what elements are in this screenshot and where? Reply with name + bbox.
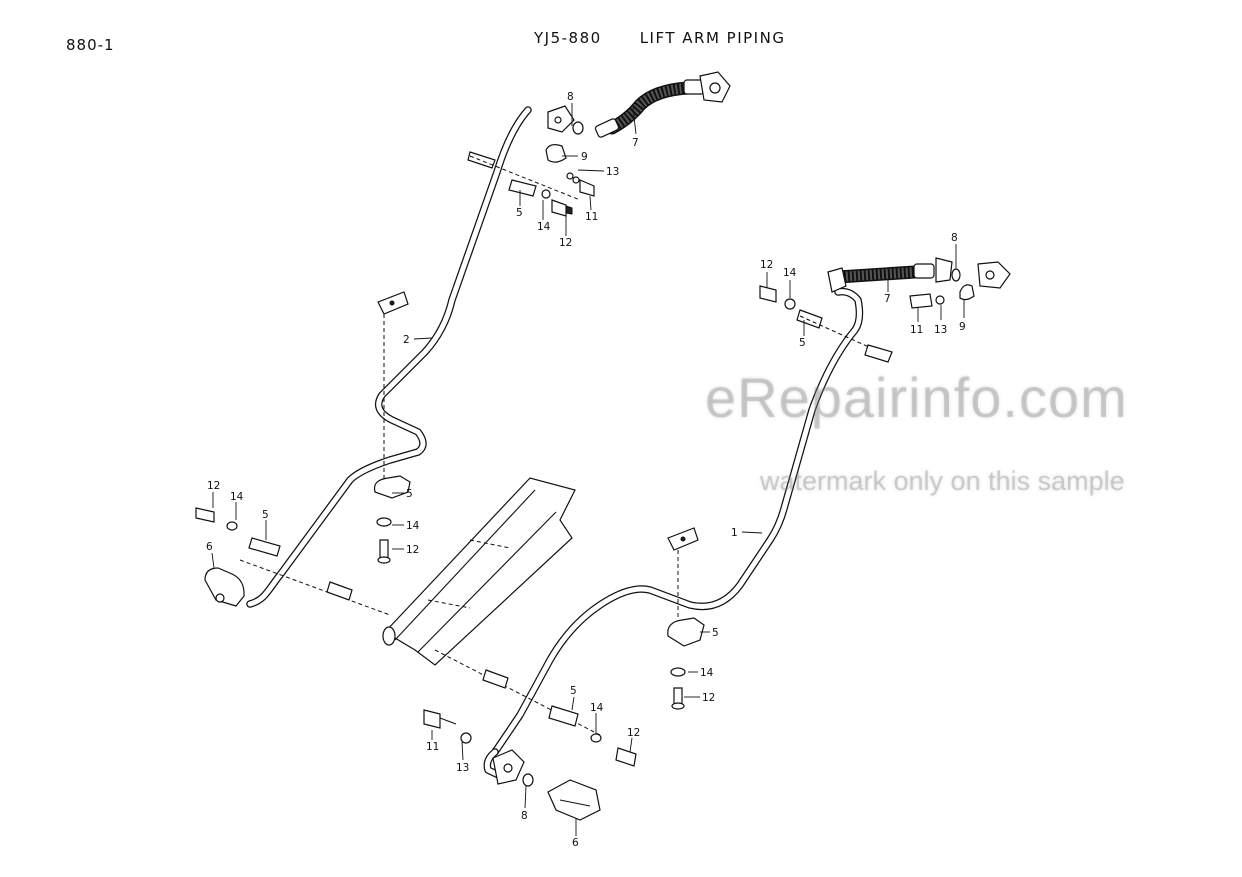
callout-8-top: 8 [567,91,574,103]
callout-14-top: 14 [537,221,551,233]
clamp-top [467,151,595,217]
callout-12-top: 12 [559,237,572,249]
clamp-right-top [759,285,893,363]
callout-8-bottom: 8 [521,810,528,822]
callout-5-left: 5 [262,509,269,521]
callout-5-right-clamp: 5 [712,627,719,639]
callout-14-mid: 14 [406,520,420,532]
callout-13-right: 13 [934,324,947,336]
callout-5-mid: 5 [406,488,413,500]
callout-7-right: 7 [884,293,891,305]
clamp-left-upper [373,291,411,564]
drawing-title: YJ5-880 LIFT ARM PIPING [534,29,823,47]
callout-11-bottom: 11 [426,741,439,753]
callout-6-bottom: 6 [572,837,579,849]
pipe-2 [246,106,532,608]
watermark-text: eRepairinfo.com [705,366,1128,429]
callout-9-right: 9 [959,321,966,333]
coupler-6-bottom [492,749,601,821]
callout-8-right: 8 [951,232,958,244]
clamp-bottom [423,649,637,767]
clamp-right-mid [667,527,705,710]
callout-12-right-top: 12 [760,259,773,271]
drawing-number: YJ5-880 [534,29,602,47]
callout-11-right: 11 [910,324,923,336]
callout-5-top: 5 [516,207,523,219]
hose-7-top [594,71,731,138]
callout-13-bottom: 13 [456,762,469,774]
callout-9-top: 9 [581,151,588,163]
coupler-6-left [195,507,391,616]
callout-5-bottom: 5 [570,685,577,697]
callout-13-top: 13 [606,166,619,178]
watermark-subtext: watermark only on this sample [760,466,1125,496]
callout-14-right-clamp: 14 [700,667,714,679]
callout-14-left: 14 [230,491,244,503]
hose-7-right [827,257,1011,309]
callout-12-mid: 12 [406,544,419,556]
lift-arm-beam [382,477,576,666]
page-number: 880-1 [66,36,115,54]
callout-14-bottom: 14 [590,702,604,714]
callout-14-right-top: 14 [783,267,797,279]
callout-5-right-top: 5 [799,337,806,349]
callout-6-left: 6 [206,541,213,553]
pipe-1 [483,287,864,782]
callout-7-top: 7 [632,137,639,149]
leader-lines [211,103,965,836]
callout-labels: 8 7 9 13 5 11 14 12 2 12 14 5 7 8 11 13 … [206,91,966,849]
drawing-name: LIFT ARM PIPING [639,29,786,47]
callout-2: 2 [403,334,410,346]
callout-12-right-clamp: 12 [702,692,715,704]
flange-top [545,105,584,163]
callout-1: 1 [731,527,738,539]
callout-12-bottom: 12 [627,727,640,739]
callout-12-left: 12 [207,480,220,492]
callout-11-top: 11 [585,211,598,223]
